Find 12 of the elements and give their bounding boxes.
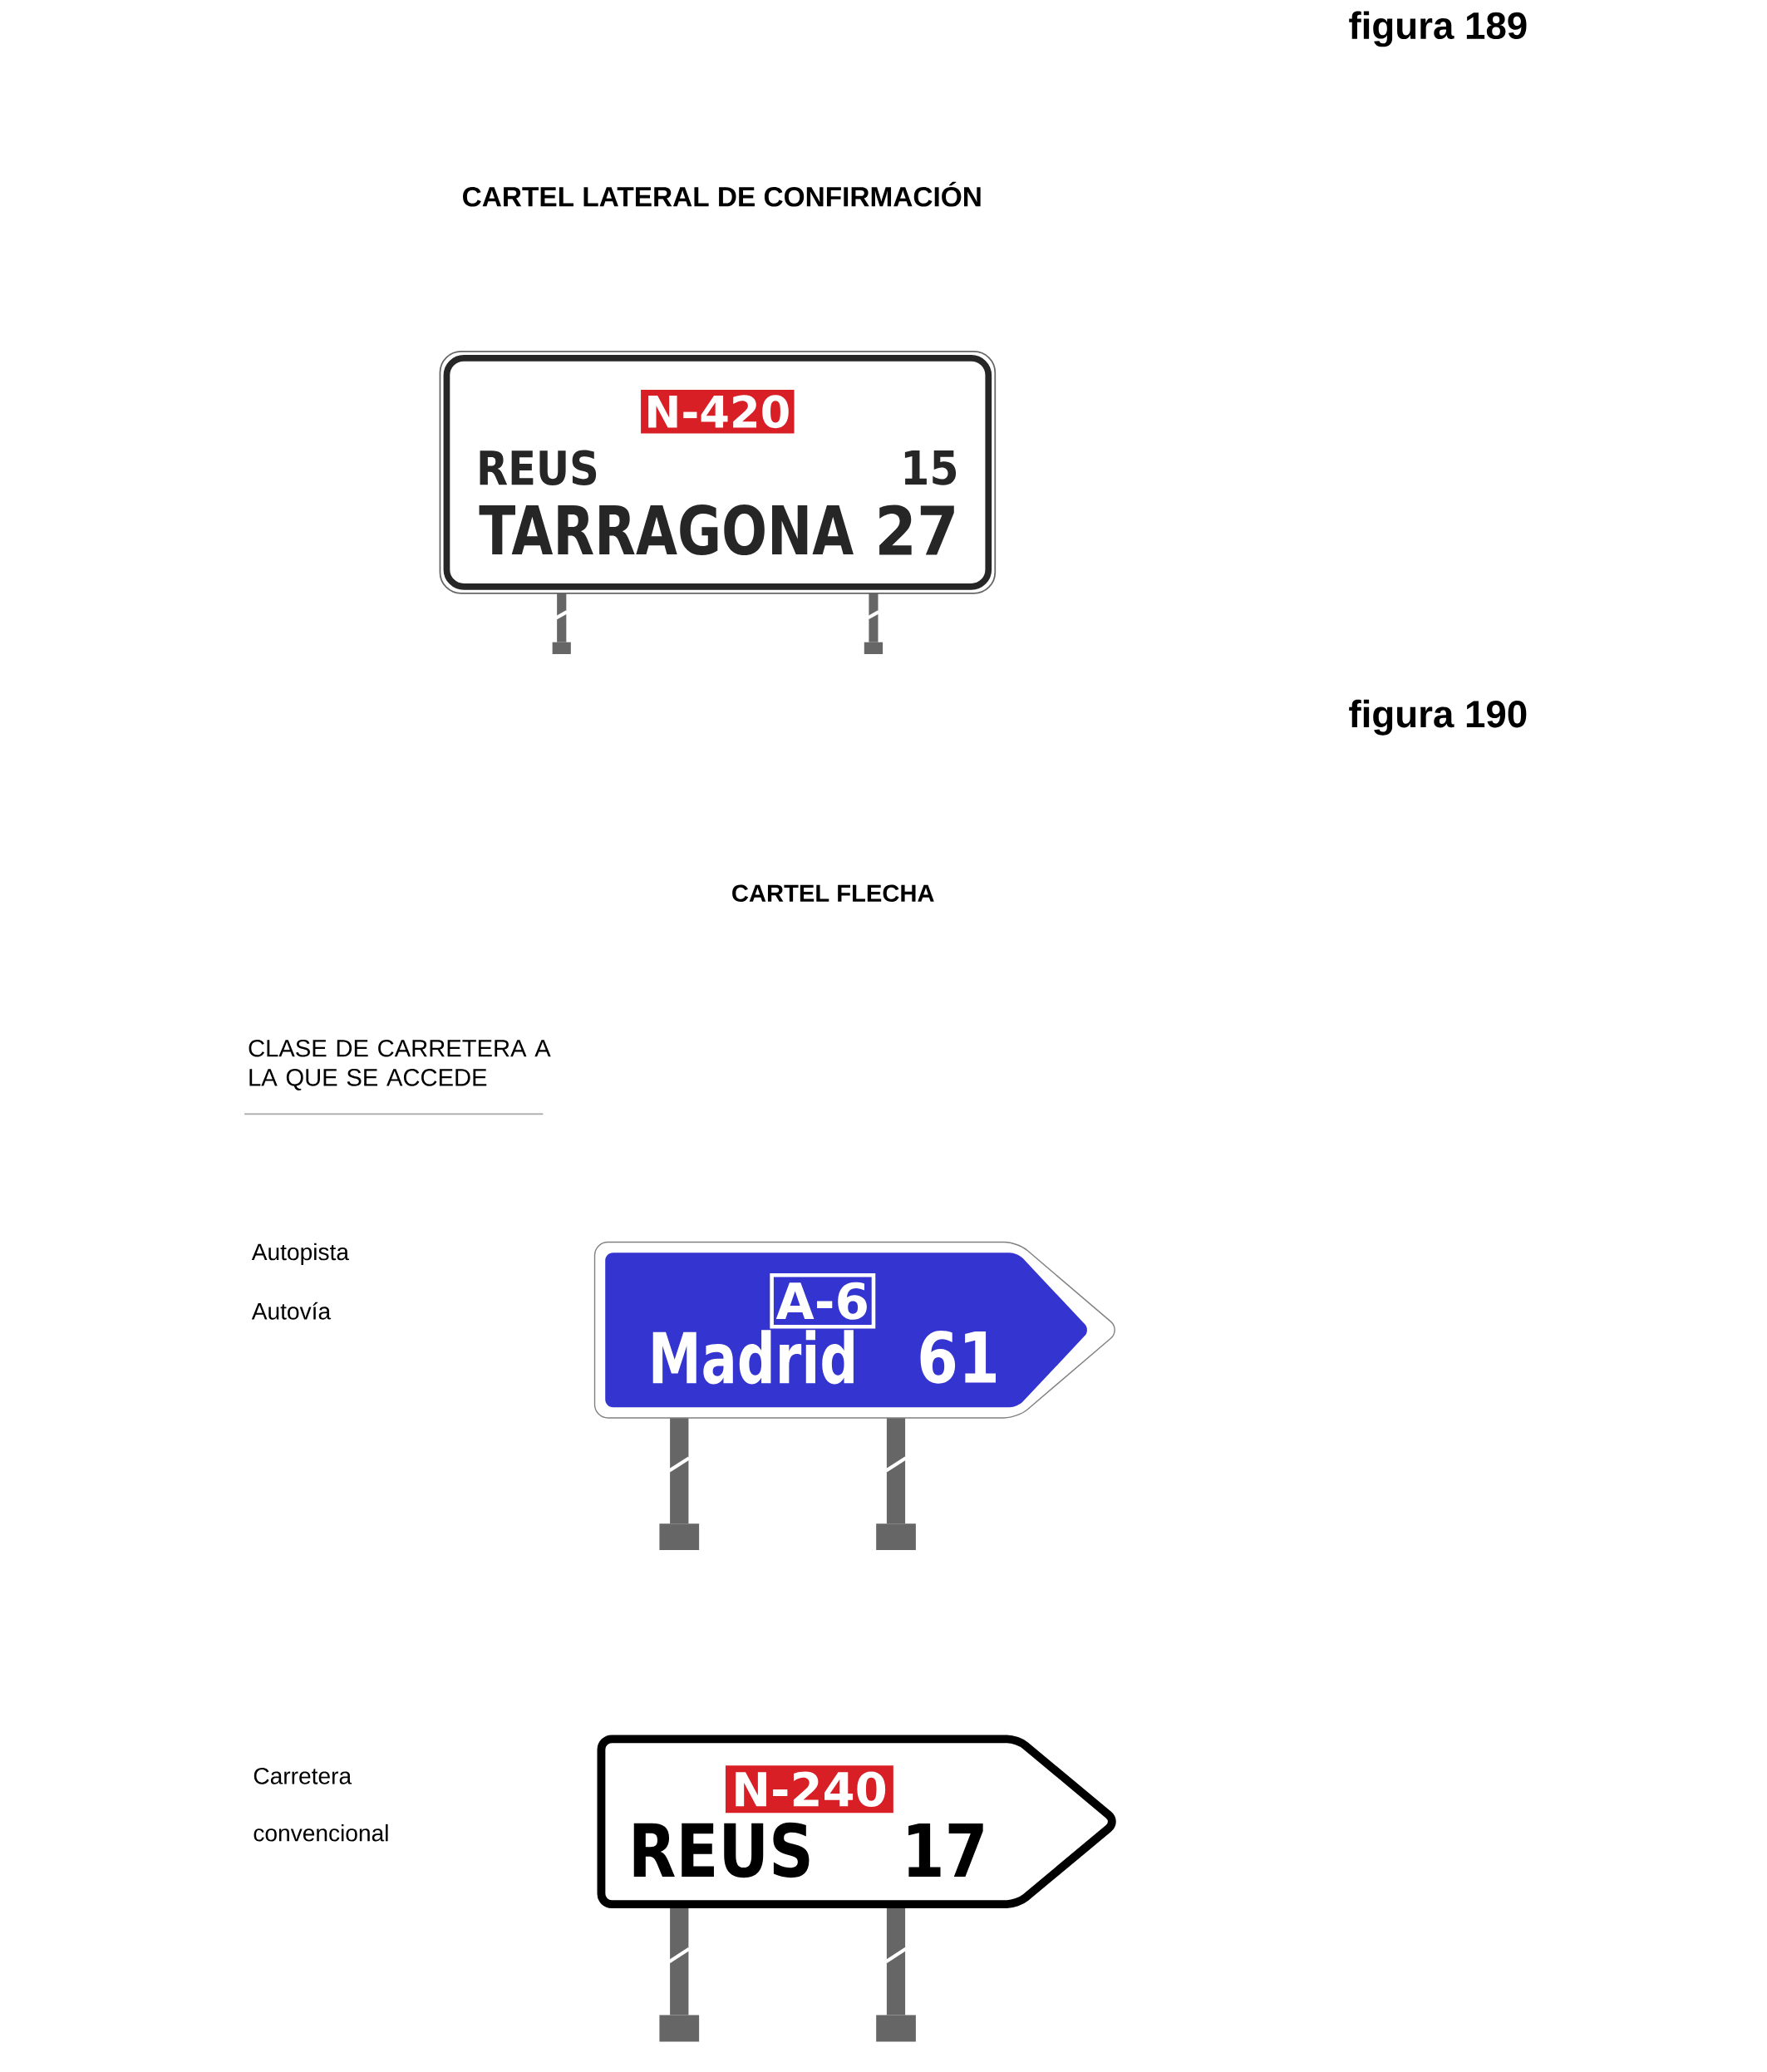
figure-number: figura 189	[1349, 11, 1527, 47]
road-number-badge: N-420	[641, 390, 795, 434]
road-number-badge: A-6	[770, 1272, 876, 1329]
section-heading: CLASE DE CARRETERA A LA QUE SE ACCEDE	[249, 1039, 551, 1090]
road-class-label: Carretera	[253, 1767, 352, 1784]
section-heading: CARTEL LATERAL DE CONFIRMACIÓN	[463, 181, 981, 207]
figure-number: figura 190	[1349, 699, 1527, 736]
road-class-label: Autovía	[251, 1302, 332, 1320]
road-number-badge: N-240	[726, 1765, 893, 1814]
road-class-label: convencional	[253, 1823, 388, 1842]
road-class-label: Autopista	[251, 1243, 350, 1265]
section-heading: CARTEL FLECHA	[732, 884, 934, 903]
